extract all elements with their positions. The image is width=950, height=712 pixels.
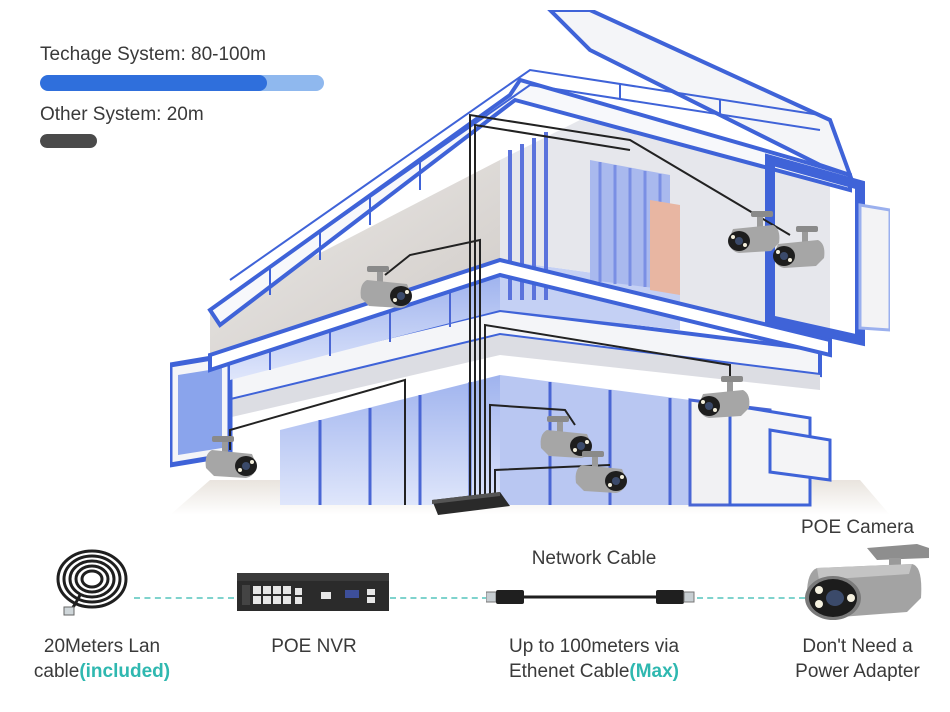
network-cable-title: Network Cable	[531, 548, 657, 569]
techage-system-label: Techage System: 80-100m	[40, 44, 267, 65]
techage-range-bar	[40, 75, 324, 91]
poe-camera-title: POE Camera	[801, 517, 914, 538]
techage-range-fill	[40, 75, 268, 91]
bullet-camera-icon	[575, 451, 627, 493]
connector-line-1	[134, 597, 234, 599]
bullet-camera-icon	[698, 376, 750, 418]
network-cable-caption-prefix: Ethenet Cable	[508, 661, 630, 682]
other-system-label: Other System: 20m	[40, 104, 204, 125]
poe-camera-caption: Don't Need a Power Adapter	[770, 634, 945, 684]
poe-camera-icon	[805, 544, 929, 620]
bullet-camera-icon	[205, 436, 257, 478]
lan-cable-caption-line1: 20Meters Lan	[43, 636, 161, 657]
network-cable-caption: Up to 100meters via Ethenet Cable(Max)	[478, 634, 710, 684]
network-cable-icon	[486, 590, 695, 604]
nvr-caption: POE NVR	[271, 636, 357, 657]
poe-camera-caption-line2: Power Adapter	[795, 661, 920, 682]
other-range-fill	[40, 134, 97, 148]
connector-line-2	[390, 597, 488, 599]
connector-line-3	[697, 597, 805, 599]
lan-cable-caption-line2: cable(included)	[17, 659, 187, 684]
bullet-camera-icon	[360, 266, 412, 308]
poe-camera-caption-line1: Don't Need a	[802, 636, 913, 657]
other-range-bar	[40, 134, 324, 148]
network-cable-caption-line1: Up to 100meters via	[508, 636, 680, 657]
network-cable-max-highlight: (Max)	[629, 661, 680, 682]
bullet-camera-icon	[773, 226, 825, 268]
lan-cable-caption-prefix: cable	[33, 661, 80, 682]
ground-floor-glass	[280, 375, 500, 505]
building-icon	[170, 10, 890, 515]
lan-cable-included-highlight: (included)	[79, 661, 171, 682]
bullet-camera-icon	[728, 211, 780, 253]
poe-nvr-icon	[237, 573, 389, 611]
network-cable-caption-line2: Ethenet Cable(Max)	[478, 659, 710, 684]
lan-cable-caption: 20Meters Lan cable(included)	[17, 634, 187, 684]
lan-cable-coil-icon	[56, 549, 128, 616]
nvr-switch-icon	[432, 492, 510, 515]
